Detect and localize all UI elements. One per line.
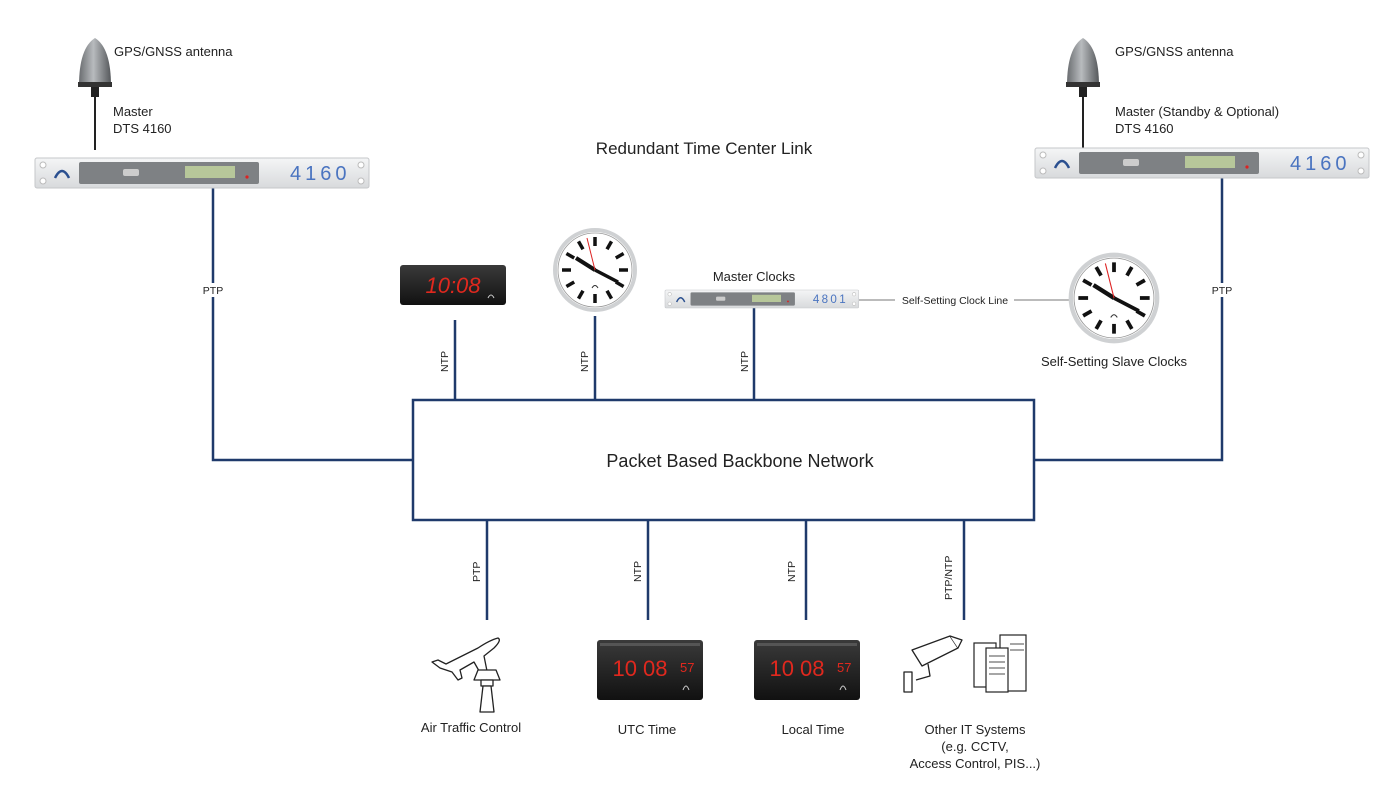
left-panel-digits: 4160 [290,163,351,185]
analog-clock-icon [553,228,637,312]
utc-time: 10 08 [612,656,667,681]
it-ptpntp-label: PTP/NTP [943,556,955,600]
airplane-tower-icon [431,637,501,713]
slave-clock-icon [1071,255,1157,341]
backbone-network-label: Packet Based Backbone Network [606,451,874,471]
right-ptp-label-bg [1209,283,1235,297]
master-clocks-digits: 4801 [813,292,848,306]
cctv-icon [903,635,963,693]
right-master-rack: 4160 [1033,146,1371,180]
server-icon [973,634,1027,693]
utc-label: UTC Time [618,722,677,737]
master-clocks-label: Master Clocks [713,269,796,284]
right-ptp-label: PTP [1212,285,1232,297]
right-antenna-icon [1065,37,1101,151]
clock-ntp-label: NTP [579,351,591,372]
local-ntp-label: NTP [786,561,798,582]
master-clocks-rack: 4801 [664,289,860,309]
atc-label: Air Traffic Control [421,720,521,735]
utc-display: 10 08 57 [597,640,703,700]
right-master-model: DTS 4160 [1115,121,1174,136]
local-seconds: 57 [837,660,851,675]
master-clocks-ntp-label: NTP [739,351,751,372]
diagram-title: Redundant Time Center Link [596,139,813,158]
left-ptp-label-bg [200,283,226,297]
local-label: Local Time [782,722,845,737]
local-time: 10 08 [769,656,824,681]
left-master-label: Master [113,104,153,119]
it-label-line2: (e.g. CCTV, [941,739,1008,754]
left-master-model: DTS 4160 [113,121,172,136]
right-panel-digits: 4160 [1290,153,1351,175]
left-master-link [211,188,413,462]
right-master-label: Master (Standby & Optional) [1115,104,1279,119]
clock-line-label: Self-Setting Clock Line [902,295,1008,307]
it-label-line1: Other IT Systems [925,722,1026,737]
display-time: 10:08 [425,273,481,298]
right-master-link [1034,178,1224,462]
left-master-rack: 4160 [33,156,371,190]
left-antenna-icon [77,37,113,151]
links [211,178,1224,620]
atc-ptp-label: PTP [471,562,483,582]
backbone-network-box [411,398,1036,522]
utc-seconds: 57 [680,660,694,675]
right-antenna-label: GPS/GNSS antenna [1115,44,1234,59]
local-display: 10 08 57 [754,640,860,700]
it-label-line3: Access Control, PIS...) [910,756,1041,771]
utc-ntp-label: NTP [632,561,644,582]
left-antenna-label: GPS/GNSS antenna [114,44,233,59]
digital-display-top: 10:08 [400,265,506,305]
slave-clocks-label: Self-Setting Slave Clocks [1041,354,1187,369]
left-ptp-label: PTP [203,285,223,297]
display-ntp-label: NTP [439,351,451,372]
